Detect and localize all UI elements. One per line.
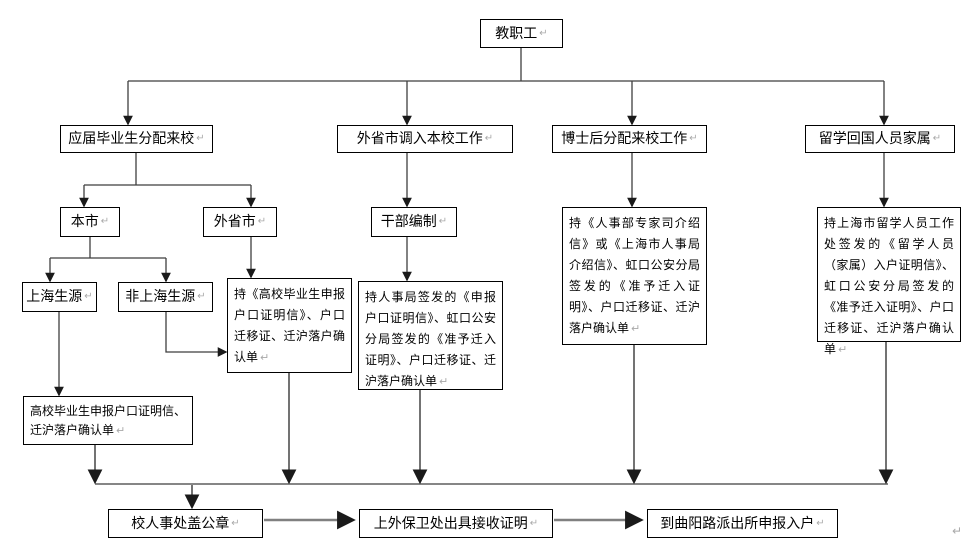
node-staff: 教职工↵ [480,19,563,48]
return-mark-icon: ↵ [529,517,539,529]
node-label: 干部编制 [380,214,437,230]
node-label: 高校毕业生申报户口证明信、迁沪落户确认单 [30,404,187,437]
return-mark-icon: ↵ [816,517,825,529]
node-label: 本市 [70,214,99,230]
node-returnee-family: 留学回国人员家属↵ [805,125,955,153]
node-security-office-certificate: 上外保卫处出具接收证明↵ [359,509,553,538]
return-mark-icon: ↵ [100,216,110,227]
node-shanghai-certificate: 高校毕业生申报户口证明信、迁沪落户确认单↵ [23,396,193,445]
node-fresh-graduate-assigned: 应届毕业生分配来校↵ [60,125,213,153]
return-mark-icon: ↵ [260,351,270,364]
node-label: 留学回国人员家属 [818,131,931,147]
node-police-station-registration: 到曲阳路派出所申报入户↵ [647,509,838,538]
node-label: 外省市 [213,214,256,230]
node-label: 应届毕业生分配来校 [68,131,195,147]
return-mark-icon: ↵ [539,27,548,39]
node-label: 持人事局签发的《申报户口证明信》、虹口公安分局签发的《准予迁入证明》、户口迁移证… [365,290,496,388]
node-label: 博士后分配来校工作 [561,131,688,147]
node-label: 持《人事部专家司介绍信》或《上海市人事局介绍信》、虹口公安分局签发的《准予迁入证… [569,216,700,335]
node-returnee-documents: 持上海市留学人员工作处签发的《留学人员（家属）入户证明信》、虹口公安分局签发的《… [817,207,961,356]
return-mark-icon: ↵ [631,322,641,335]
return-mark-icon: ↵ [197,291,206,302]
return-mark-icon: ↵ [952,524,963,538]
node-transfer-documents: 持人事局签发的《申报户口证明信》、虹口公安分局签发的《准予迁入证明》、户口迁移证… [358,281,503,390]
return-mark-icon: ↵ [932,133,942,144]
return-mark-icon: ↵ [484,133,494,144]
node-label: 到曲阳路派出所申报入户 [660,515,815,532]
node-label: 上外保卫处出具接收证明 [373,515,528,532]
node-local-city: 本市↵ [60,207,120,237]
node-label: 教职工 [495,25,538,42]
return-mark-icon: ↵ [257,216,267,227]
node-label: 非上海生源 [125,289,196,305]
node-label: 持上海市留学人员工作处签发的《留学人员（家属）入户证明信》、虹口公安分局签发的《… [824,216,954,356]
node-cadre-establishment: 干部编制↵ [371,207,457,237]
node-label: 校人事处盖公章 [131,515,230,532]
return-mark-icon: ↵ [196,133,205,144]
return-mark-icon: ↵ [838,343,848,356]
node-postdoc-assigned: 博士后分配来校工作↵ [552,125,707,153]
node-hr-office-seal: 校人事处盖公章↵ [108,509,263,538]
node-graduate-documents: 持《高校毕业生申报户口证明信》、户口迁移证、迁沪落户确认单↵ [227,278,352,373]
node-postdoc-documents: 持《人事部专家司介绍信》或《上海市人事局介绍信》、虹口公安分局签发的《准予迁入证… [562,207,707,345]
node-transfer-from-other-province: 外省市调入本校工作↵ [337,125,513,153]
node-label: 上海生源 [26,289,83,305]
node-label: 外省市调入本校工作 [356,131,483,147]
node-label: 持《高校毕业生申报户口证明信》、户口迁移证、迁沪落户确认单 [234,287,345,364]
node-other-province: 外省市↵ [203,207,277,237]
return-mark-icon: ↵ [438,216,448,227]
node-shanghai-origin: 上海生源↵ [22,282,97,312]
node-non-shanghai-origin: 非上海生源↵ [118,282,213,312]
return-mark-icon: ↵ [116,424,126,437]
return-mark-icon: ↵ [231,517,240,529]
return-mark-icon: ↵ [84,291,93,302]
return-mark-icon: ↵ [689,133,698,144]
return-mark-icon: ↵ [439,375,449,388]
